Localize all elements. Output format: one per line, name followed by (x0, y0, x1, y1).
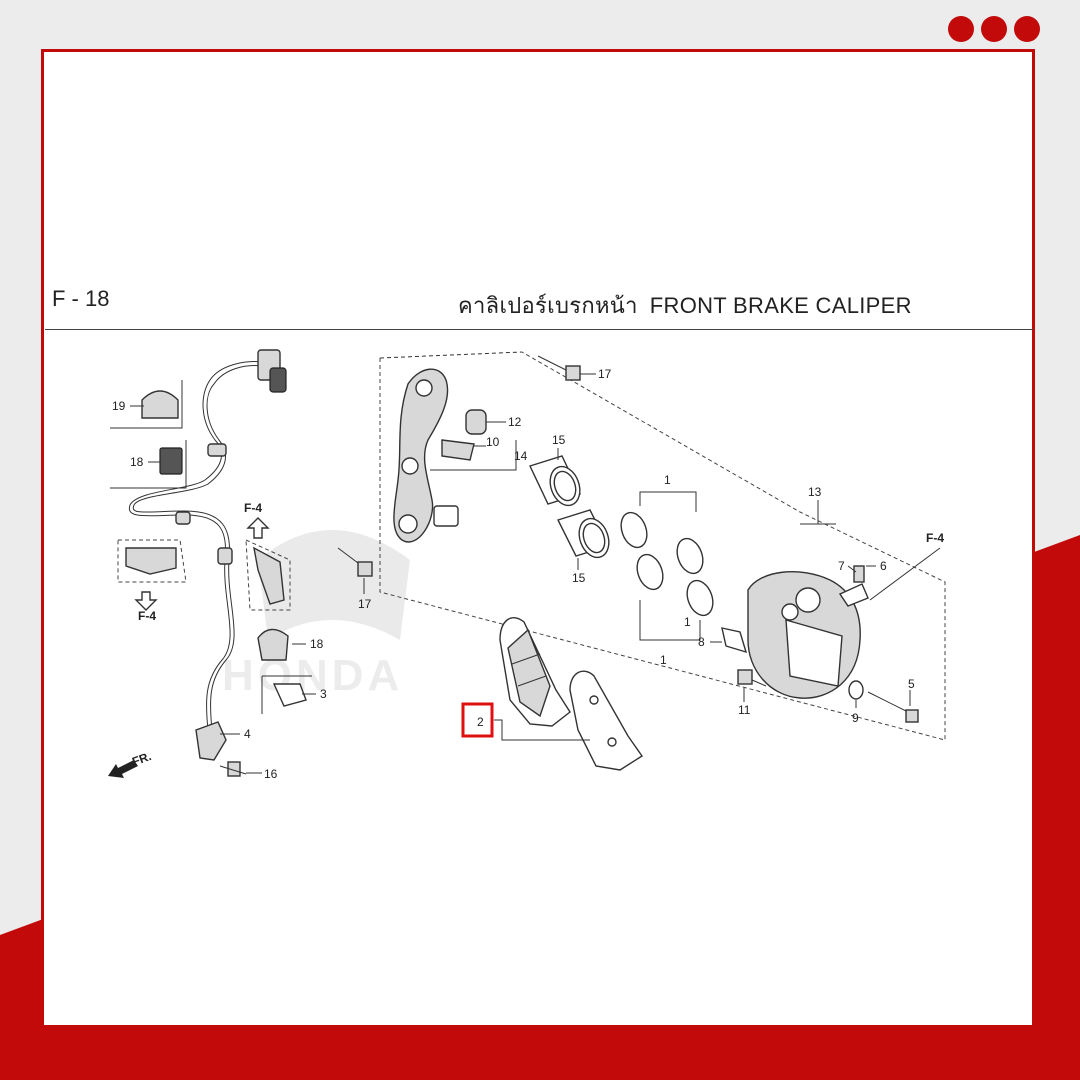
callout-19: 19 (112, 399, 126, 413)
piston-15-bottom (557, 509, 610, 570)
callout-17: 17 (358, 597, 372, 611)
pad-clip-10 (441, 439, 475, 461)
callout-10: 10 (486, 435, 500, 449)
bleeder-cap-6-7 (838, 565, 876, 607)
piston-15-top (529, 448, 581, 507)
boot-12 (465, 409, 487, 435)
page-title: คาลิเปอร์เบรกหน้า FRONT BRAKE CALIPER (458, 288, 912, 323)
ref-f4: F-4 (244, 501, 262, 515)
callout-12: 12 (508, 415, 522, 429)
callout-15: 15 (572, 571, 586, 585)
callout-7: 7 (838, 559, 845, 573)
caliper-bracket (393, 368, 449, 543)
ref-f4: F-4 (926, 531, 944, 545)
bleed-valve-11 (737, 669, 767, 702)
dot (948, 16, 974, 42)
abs-connector-plug (269, 367, 287, 393)
dot (981, 16, 1007, 42)
header-divider (45, 329, 1033, 330)
clip-18 (159, 447, 183, 475)
callout-3: 3 (320, 687, 327, 701)
callout-6: 6 (880, 559, 887, 573)
callout-14: 14 (514, 449, 528, 463)
page-title-thai: คาลิเปอร์เบรกหน้า (458, 293, 638, 318)
callout-labels: 1 1 1 2 3 4 5 6 7 8 9 10 11 12 13 14 15 … (112, 367, 915, 781)
caliper-bracket-group (337, 351, 946, 741)
caliper-body-group (710, 500, 941, 723)
brake-pad-outer (569, 670, 643, 771)
honda-watermark: HONDA (222, 530, 410, 700)
pad-spring-8 (721, 627, 748, 654)
pad-pin-5 (867, 690, 919, 723)
callout-18: 18 (310, 637, 324, 651)
clamp-19 (141, 390, 179, 419)
grommet-18 (257, 628, 289, 661)
callout-5: 5 (908, 677, 915, 691)
front-direction-arrow: FR. (108, 749, 153, 778)
callout-8: 8 (698, 635, 705, 649)
callout-15: 15 (552, 433, 566, 447)
leaders-left (130, 405, 316, 774)
bolt-17-lower (337, 547, 373, 594)
page-code: F - 18 (52, 286, 110, 311)
page-title-english: FRONT BRAKE CALIPER (649, 293, 912, 318)
diagram-frame (41, 49, 1035, 1025)
callout-13: 13 (808, 485, 822, 499)
callout-16: 16 (264, 767, 278, 781)
dot (1014, 16, 1040, 42)
piston-seals-1 (620, 491, 714, 641)
ref-f4: F-4 (138, 609, 156, 623)
direction-label: FR. (130, 749, 153, 769)
highlight-box (461, 702, 494, 738)
bracket (125, 547, 177, 575)
callout-18: 18 (130, 455, 144, 469)
clip-3 (272, 683, 307, 707)
bolt-17-top (537, 355, 596, 381)
callout-17: 17 (598, 367, 612, 381)
bolt-16 (219, 761, 247, 777)
watermark-text: HONDA (222, 651, 403, 700)
washer-9 (848, 680, 864, 700)
callout-4: 4 (244, 727, 251, 741)
callout-2: 2 (477, 715, 484, 729)
callout-1: 1 (660, 653, 667, 667)
brake-pads-2 (461, 617, 643, 771)
reference-labels: F-4 F-4 F-4 (138, 501, 944, 623)
callout-1: 1 (684, 615, 691, 629)
callout-11: 11 (738, 703, 751, 717)
abs-wiring-group: FR. (108, 349, 312, 778)
callout-1: 1 (664, 473, 671, 487)
callout-9: 9 (852, 711, 859, 725)
wheel-speed-sensor (195, 721, 227, 761)
more-options-dots (948, 16, 1044, 46)
